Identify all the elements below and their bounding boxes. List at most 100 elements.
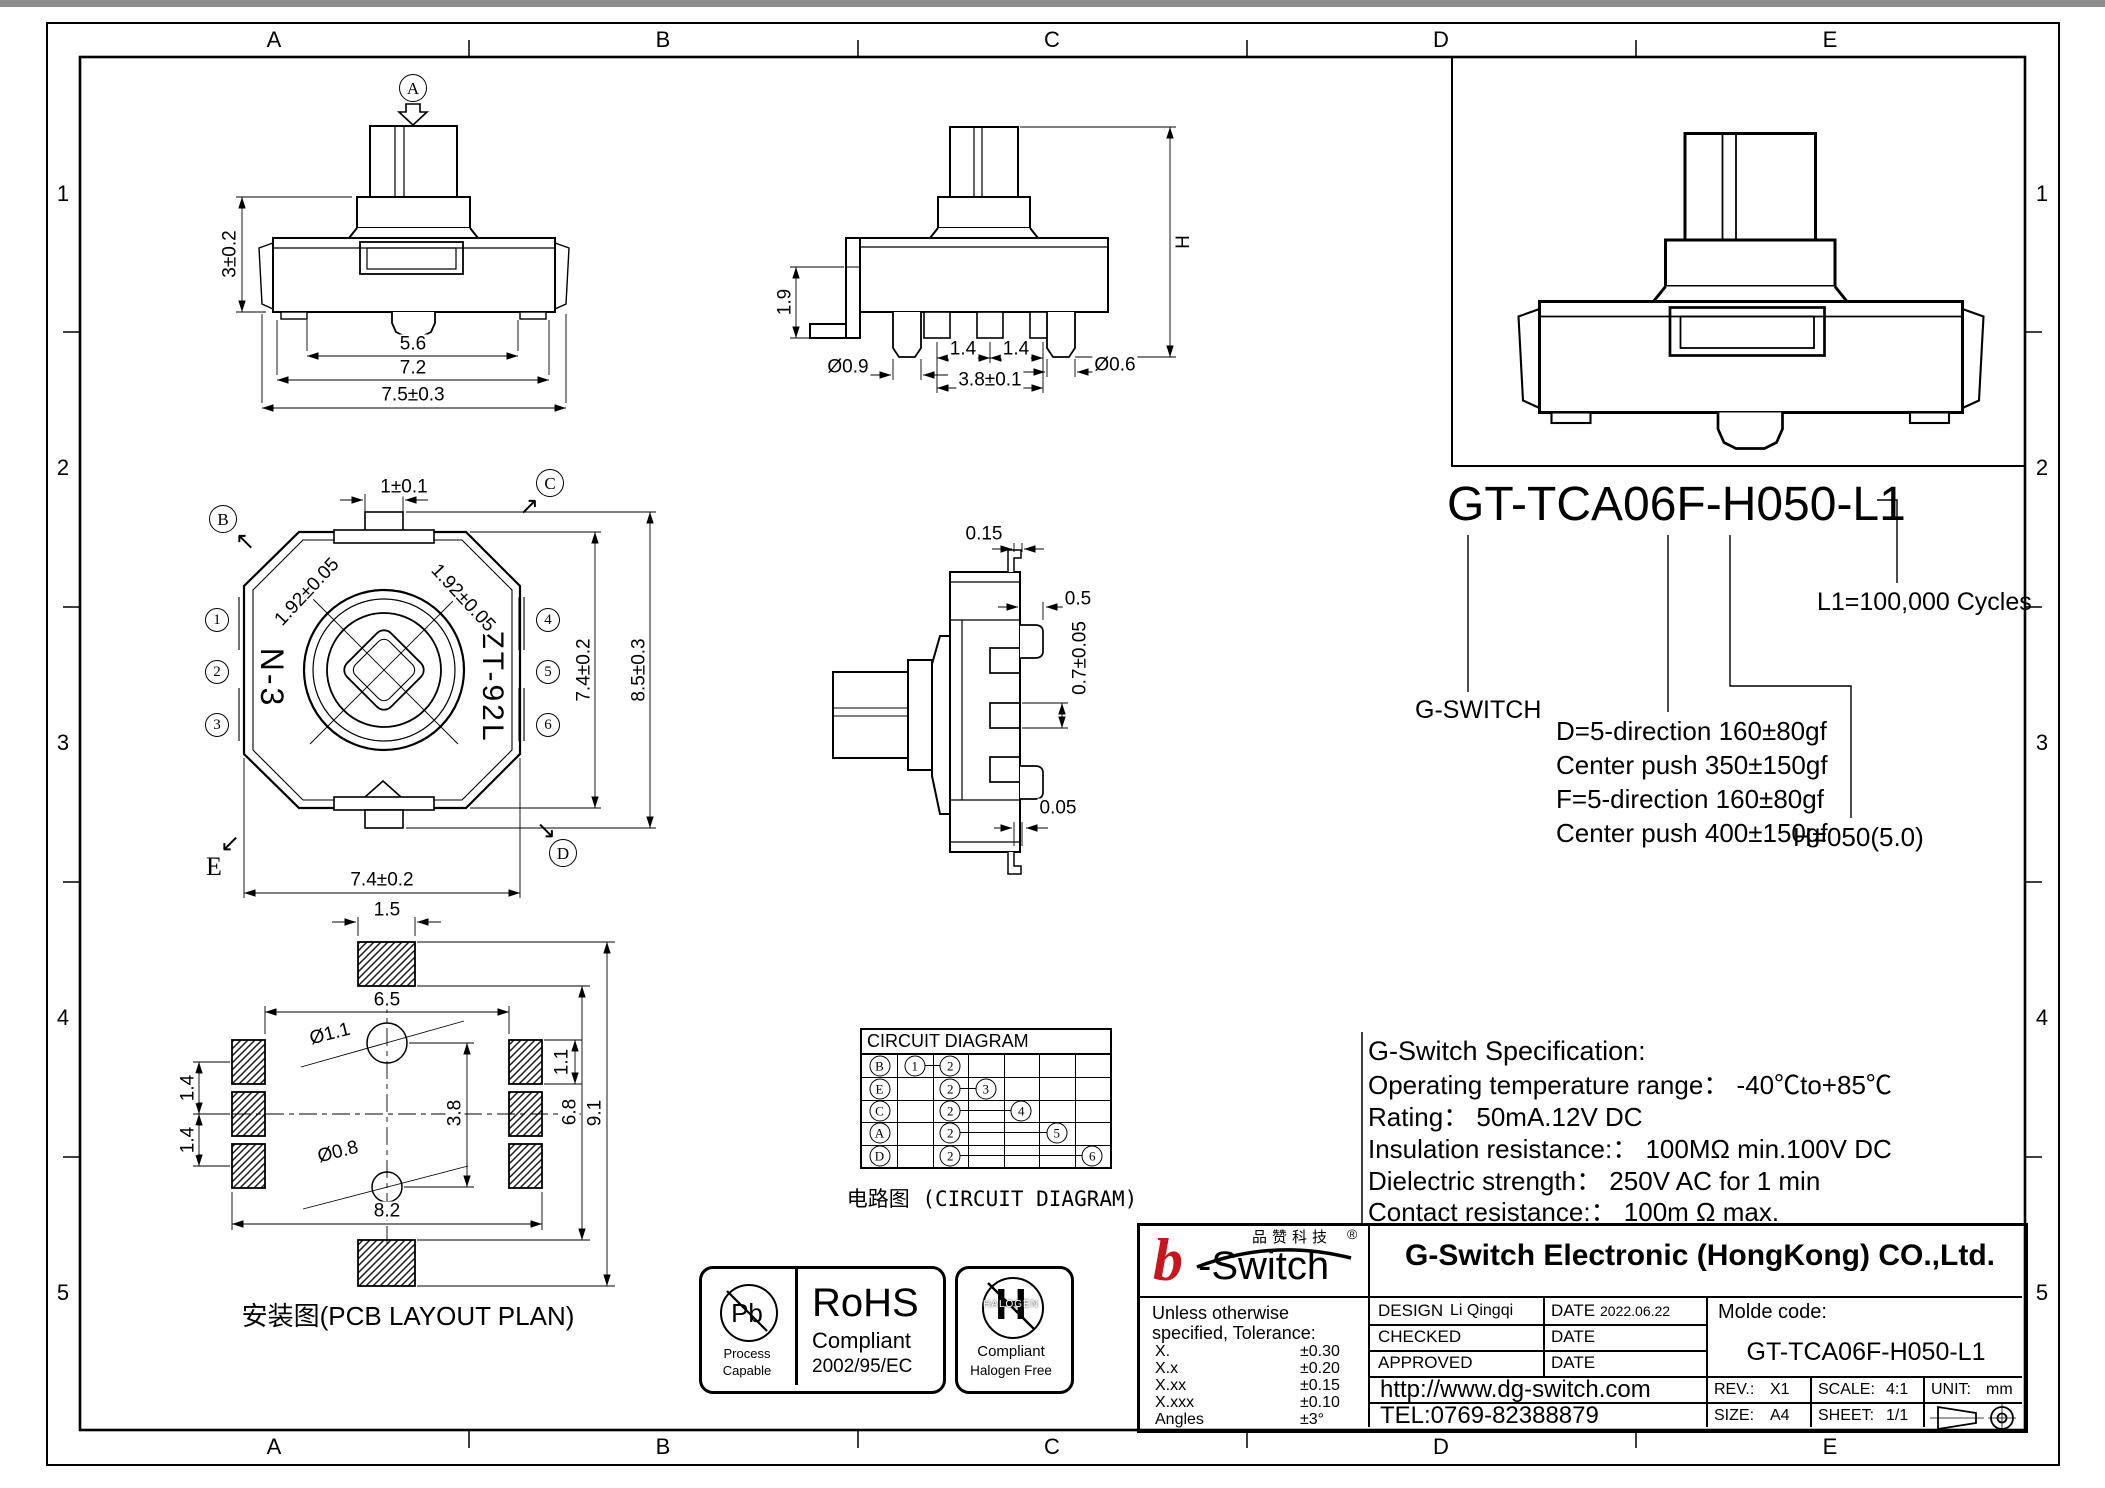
view-a-label: A	[399, 74, 427, 102]
circuit-node: 2	[939, 1145, 961, 1167]
tol-value: ±0.15	[1300, 1377, 1340, 1394]
circuit-diagram-caption: 电路图 (CIRCUIT DIAGRAM)	[846, 1187, 1138, 1211]
force-note-3: F=5-direction 160±80gf	[1556, 784, 1824, 814]
dim-side-height: H	[1170, 233, 1192, 251]
drawing-frame	[46, 22, 2060, 1466]
approved-label: APPROVED	[1378, 1353, 1473, 1372]
dim-pcb-d7: 3.8	[444, 1097, 466, 1129]
dim-top-r2: 8.5±0.3	[628, 636, 650, 704]
enlarged-view-box	[1451, 57, 2025, 467]
logo-chinese: 品赞科技	[1252, 1229, 1333, 1246]
zone-col-e-top: E	[1822, 27, 1838, 52]
top-view-dims	[243, 494, 656, 898]
circuit-node: 5	[1046, 1122, 1068, 1144]
zone-row-1-right: 1	[2035, 181, 2049, 206]
dim-front-w3: 7.5±0.3	[379, 384, 447, 406]
pb-circle-icon	[720, 1284, 778, 1342]
marking-n3: N-3	[254, 647, 290, 709]
direction-b-label: B	[209, 505, 237, 533]
dim-pcb-d11: 8.2	[371, 1200, 403, 1222]
halogen-line1: Compliant	[977, 1343, 1045, 1360]
zone-row-5-left: 5	[56, 1280, 70, 1305]
tol-label: Angles	[1155, 1411, 1204, 1428]
design-value: Li Qingqi	[1450, 1302, 1514, 1319]
pb-line2: Capable	[722, 1363, 772, 1378]
dim-sec-d1: 0.15	[963, 523, 1005, 545]
force-note-4: Center push 400±150gf	[1556, 818, 1828, 848]
pb-line1: Process	[723, 1346, 771, 1361]
circuit-grid: B 1 2 E 2 3 C 2 4 A 2 5 D 2 6	[862, 1055, 1110, 1167]
dim-pcb-d1: 1.5	[371, 899, 403, 921]
dim-side-p2: 1.4	[1000, 338, 1032, 360]
enlarged-view-drawing	[1517, 132, 1985, 450]
pb-symbol: Pb	[731, 1298, 763, 1328]
zone-col-c-bottom: C	[1044, 1434, 1060, 1459]
circuit-node: 4	[1010, 1100, 1032, 1122]
spec-title: G-Switch Specification:	[1368, 1036, 1646, 1066]
zone-row-5-right: 5	[2035, 1280, 2049, 1305]
spec-line-2: Rating： 50mA.12V DC	[1368, 1102, 1643, 1132]
pin-3-label: 3	[205, 713, 229, 737]
section-view-drawing	[832, 549, 1044, 875]
zone-col-c-top: C	[1044, 27, 1060, 52]
section-view-dims	[992, 543, 1068, 846]
circuit-terminal: B	[869, 1055, 890, 1077]
logo-swoosh	[1196, 1248, 1352, 1269]
halogen-circle-icon	[982, 1277, 1044, 1339]
dim-top-r1: 7.4±0.2	[573, 636, 595, 704]
rev-label: REV.:	[1714, 1381, 1755, 1398]
circuit-node: 3	[975, 1078, 997, 1100]
logo-registered-icon: ®	[1347, 1226, 1358, 1242]
circuit-node: 2	[939, 1100, 961, 1122]
pin-4-label: 4	[536, 608, 560, 632]
tol-value: ±0.10	[1300, 1394, 1340, 1411]
website-link[interactable]: http://www.dg-switch.com	[1380, 1376, 1651, 1403]
sheet-value: 1/1	[1886, 1407, 1909, 1424]
tol-value: ±0.20	[1300, 1360, 1340, 1377]
spec-line-3: Insulation resistance:： 100MΩ min.100V D…	[1368, 1134, 1892, 1164]
date-label: DATE	[1551, 1301, 1596, 1320]
force-note-1: D=5-direction 160±80gf	[1556, 716, 1827, 746]
tel-number: TEL:0769-82388879	[1380, 1402, 1599, 1429]
rev-value: X1	[1770, 1381, 1790, 1398]
dim-side-d2: Ø0.6	[1092, 354, 1138, 376]
tol-label: X.xxx	[1155, 1394, 1195, 1411]
zone-col-a-bottom: A	[266, 1434, 282, 1459]
dim-pcb-d2: 6.5	[371, 989, 403, 1011]
zone-row-2-left: 2	[56, 455, 70, 480]
dim-sec-d4: 0.05	[1037, 797, 1079, 819]
tol-value: ±3°	[1300, 1411, 1325, 1428]
size-value: A4	[1770, 1407, 1790, 1424]
dim-side-p1: 1.4	[947, 338, 979, 360]
scale-label: SCALE:	[1818, 1381, 1875, 1398]
zone-col-a-top: A	[266, 27, 282, 52]
dim-top-t: 1±0.1	[378, 476, 430, 498]
zone-row-3-left: 3	[56, 730, 70, 755]
circuit-terminal: C	[869, 1100, 890, 1122]
dim-pcb-d5: 1.4	[177, 1072, 199, 1104]
dim-pcb-d6: 1.4	[177, 1124, 199, 1156]
circuit-node: 2	[939, 1078, 961, 1100]
circuit-diagram-title: CIRCUIT DIAGRAM	[862, 1030, 1110, 1055]
circuit-terminal: E	[869, 1078, 890, 1100]
zone-row-1-left: 1	[56, 181, 70, 206]
design-label: DESIGN	[1378, 1301, 1444, 1320]
spec-line-1: Operating temperature range： -40℃to+85℃	[1368, 1070, 1892, 1100]
circuit-node: 2	[939, 1055, 961, 1077]
window-edge	[0, 0, 2105, 7]
rohs-line1: Compliant	[812, 1328, 912, 1353]
dim-pcb-d9: 9.1	[584, 1097, 606, 1129]
direction-d-arrow-icon: ↘	[535, 817, 557, 844]
halogen-symbol: H	[995, 1280, 1027, 1329]
zone-row-3-right: 3	[2035, 730, 2049, 755]
zone-col-d-bottom: D	[1433, 1434, 1449, 1459]
direction-e-label: E	[206, 852, 222, 881]
circuit-terminal: D	[869, 1145, 890, 1167]
unit-label: UNIT:	[1931, 1381, 1971, 1398]
halogen-watermark: HALOGEN	[983, 1299, 1039, 1310]
sheet-label: SHEET:	[1818, 1407, 1875, 1424]
circuit-diagram-table: CIRCUIT DIAGRAM B 1 2 E 2 3 C 2 4 A 2 5 …	[860, 1028, 1112, 1169]
zone-col-d-top: D	[1433, 27, 1449, 52]
side-view-drawing	[809, 126, 1109, 358]
cycles-note: L1=100,000 Cycles	[1817, 588, 2032, 616]
